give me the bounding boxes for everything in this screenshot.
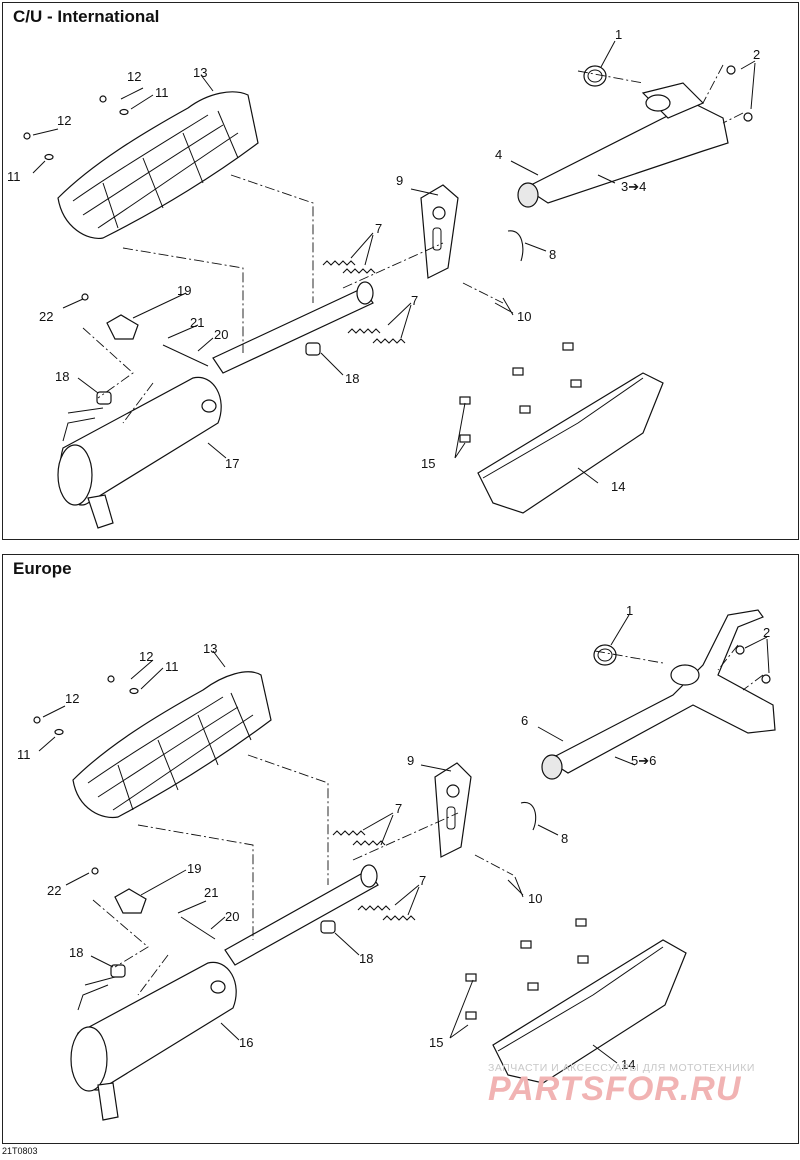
panel-title: Europe [13, 559, 72, 578]
callout-13: 13 [203, 641, 217, 656]
callout-1: 1 [626, 603, 633, 618]
hose-8 [520, 801, 537, 831]
clips-15 [459, 342, 582, 443]
callout-7: 7 [375, 221, 382, 236]
heat-shield-14 [477, 372, 664, 514]
callout-15: 15 [429, 1035, 443, 1050]
callout-10: 10 [517, 309, 531, 324]
callout-19: 19 [187, 861, 201, 876]
callout-20: 20 [225, 909, 239, 924]
callout-9: 9 [407, 753, 414, 768]
screw-washer-set [33, 675, 139, 736]
callout-12: 12 [65, 691, 79, 706]
callout-12: 12 [127, 69, 141, 84]
screw-washer-set [23, 95, 129, 161]
callout-5-6: 5➔6 [631, 753, 656, 768]
callout-18: 18 [55, 369, 69, 384]
callout-16: 16 [239, 1035, 253, 1050]
callout-14: 14 [621, 1057, 635, 1072]
gasket-ring-1 [583, 65, 607, 87]
springs-7 [332, 830, 416, 921]
muffler-16 [70, 864, 379, 1121]
callout-11: 11 [7, 169, 21, 184]
heat-shield-13 [57, 91, 259, 240]
nut-22 [81, 293, 89, 301]
callout-10: 10 [528, 891, 542, 906]
grommet-18 [320, 920, 336, 934]
nut-2 [761, 674, 771, 684]
bracket-9 [434, 762, 472, 858]
callout-8: 8 [561, 831, 568, 846]
callout-7: 7 [395, 801, 402, 816]
panel-europe: Europe [2, 554, 799, 1144]
head-pipe-3 [517, 82, 729, 208]
grommet-18 [96, 391, 112, 405]
callout-7: 7 [411, 293, 418, 308]
callout-7: 7 [419, 873, 426, 888]
grommet-18 [305, 342, 321, 356]
callout-18: 18 [359, 951, 373, 966]
nut-2 [743, 112, 753, 122]
callout-3-4: 3➔4 [621, 179, 646, 194]
callout-18: 18 [69, 945, 83, 960]
springs-7 [322, 260, 406, 344]
callout-13: 13 [193, 65, 207, 80]
heat-shield-13 [72, 671, 272, 819]
exhaust-diagram-europe: 1 2 5➔6 6 7 7 8 9 10 11 11 12 12 13 14 1… [17, 603, 776, 1121]
callout-14: 14 [611, 479, 625, 494]
figure-code: 21T0803 [2, 1146, 38, 1156]
leader-lines [32, 40, 756, 484]
nut-2 [726, 65, 736, 75]
callout-11: 11 [155, 85, 169, 100]
watermark-logo: PARTSFOR.RU [488, 1070, 742, 1108]
callout-11: 11 [165, 659, 179, 674]
gasket-ring-1 [593, 644, 617, 666]
bolt-20 [180, 916, 216, 940]
panel-title: C/U - International [13, 7, 160, 26]
callout-20: 20 [214, 327, 228, 342]
hose-8 [507, 230, 524, 262]
clamp-19 [114, 888, 147, 914]
callout-18: 18 [345, 371, 359, 386]
grommet-18 [110, 964, 126, 978]
callout-6: 6 [521, 713, 528, 728]
bracket-9 [420, 184, 459, 279]
callout-4: 4 [495, 147, 502, 162]
callout-9: 9 [396, 173, 403, 188]
nut-2 [735, 645, 745, 655]
leader-lines [38, 614, 770, 1064]
heat-shield-14 [492, 939, 687, 1084]
callout-12: 12 [139, 649, 153, 664]
callout-17: 17 [225, 456, 239, 471]
callout-15: 15 [421, 456, 435, 471]
watermark: ЗАПЧАСТИ И АКСЕССУАРЫ ДЛЯ МОТОТЕХНИКИ PA… [488, 1062, 788, 1109]
callout-21: 21 [204, 885, 218, 900]
callout-11: 11 [17, 747, 31, 762]
clips-15 [465, 918, 589, 1020]
exhaust-diagram-cu: 1 2 3➔4 4 7 7 8 9 10 11 11 12 12 13 14 1… [7, 27, 760, 529]
callout-22: 22 [47, 883, 61, 898]
clamp-19 [106, 314, 139, 340]
nut-22 [91, 867, 99, 875]
callout-22: 22 [39, 309, 53, 324]
callout-21: 21 [190, 315, 204, 330]
head-pipe-5 [541, 609, 776, 780]
callout-1: 1 [615, 27, 622, 42]
panel-cu-international: C/U - International [2, 2, 799, 540]
callout-2: 2 [763, 625, 770, 640]
callout-2: 2 [753, 47, 760, 62]
callout-12: 12 [57, 113, 71, 128]
callout-19: 19 [177, 283, 191, 298]
muffler-17 [57, 281, 374, 529]
watermark-tagline: ЗАПЧАСТИ И АКСЕССУАРЫ ДЛЯ МОТОТЕХНИКИ [488, 1062, 755, 1074]
bolt-20 [162, 344, 209, 367]
callout-8: 8 [549, 247, 556, 262]
